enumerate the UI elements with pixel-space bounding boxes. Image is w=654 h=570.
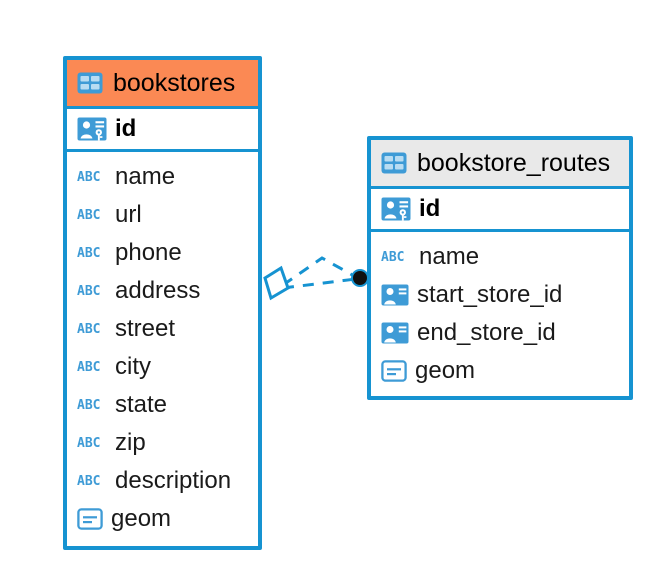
field-label: url xyxy=(115,201,142,228)
geometry-icon xyxy=(77,508,103,530)
rhombus-endpoint-icon[interactable] xyxy=(263,265,290,301)
text-abc-icon: ABC xyxy=(77,359,101,375)
field-row[interactable]: ABC url xyxy=(67,196,258,234)
field-label: name xyxy=(115,163,176,190)
field-row[interactable]: start_store_id xyxy=(371,276,629,314)
primary-key-icon xyxy=(381,196,411,222)
field-label: start_store_id xyxy=(417,281,563,308)
table-icon xyxy=(77,72,103,94)
field-row[interactable]: geom xyxy=(371,352,629,390)
foreign-key-icon xyxy=(381,321,409,345)
text-abc-icon: ABC xyxy=(77,283,101,299)
entity-table-bookstores[interactable]: bookstores id ABC xyxy=(63,56,262,550)
field-row[interactable]: ABC zip xyxy=(67,424,258,462)
field-row[interactable]: ABC state xyxy=(67,386,258,424)
text-abc-icon: ABC xyxy=(77,169,101,185)
field-label: phone xyxy=(115,239,182,266)
primary-key-row-bookstore-routes[interactable]: id xyxy=(371,186,629,232)
field-row[interactable]: end_store_id xyxy=(371,314,629,352)
primary-key-row-bookstores[interactable]: id xyxy=(67,106,258,152)
field-row[interactable]: ABC address xyxy=(67,272,258,310)
field-label: end_store_id xyxy=(417,319,556,346)
text-abc-icon: ABC xyxy=(77,321,101,337)
entity-name-label: bookstore_routes xyxy=(417,148,611,177)
field-row[interactable]: ABC name xyxy=(371,238,629,276)
field-row[interactable]: ABC city xyxy=(67,348,258,386)
field-label: address xyxy=(115,277,201,304)
primary-key-label: id xyxy=(115,115,137,142)
field-row[interactable]: ABC name xyxy=(67,158,258,196)
field-list-bookstore-routes: ABC name start_store_id xyxy=(371,232,629,396)
field-list-bookstores: ABC name ABC url ABC phone ABC address A… xyxy=(67,152,258,544)
primary-key-icon xyxy=(77,116,107,142)
entity-name-label: bookstores xyxy=(113,68,236,97)
text-abc-icon: ABC xyxy=(77,207,101,223)
field-label: geom xyxy=(415,357,476,384)
field-label: street xyxy=(115,315,176,342)
field-row[interactable]: ABC phone xyxy=(67,234,258,272)
entity-table-bookstore-routes[interactable]: bookstore_routes id ABC xyxy=(367,136,633,400)
text-abc-icon: ABC xyxy=(77,473,101,489)
text-abc-icon: ABC xyxy=(381,249,405,265)
field-label: name xyxy=(419,243,480,270)
geometry-icon xyxy=(381,360,407,382)
field-row[interactable]: ABC street xyxy=(67,310,258,348)
entity-header-bookstore-routes[interactable]: bookstore_routes xyxy=(371,140,629,186)
field-label: state xyxy=(115,391,168,418)
relationship-line-lower[interactable] xyxy=(282,277,357,290)
field-label: geom xyxy=(111,505,172,532)
relationship-line-upper[interactable] xyxy=(282,256,357,287)
field-row[interactable]: ABC description xyxy=(67,462,258,500)
field-label: description xyxy=(115,467,232,494)
entity-header-bookstores[interactable]: bookstores xyxy=(67,60,258,106)
text-abc-icon: ABC xyxy=(77,245,101,261)
table-icon xyxy=(381,152,407,174)
field-label: zip xyxy=(115,429,146,456)
primary-key-label: id xyxy=(419,195,441,222)
text-abc-icon: ABC xyxy=(77,435,101,451)
foreign-key-icon xyxy=(381,283,409,307)
field-row[interactable]: geom xyxy=(67,500,258,538)
text-abc-icon: ABC xyxy=(77,397,101,413)
field-label: city xyxy=(115,353,151,380)
